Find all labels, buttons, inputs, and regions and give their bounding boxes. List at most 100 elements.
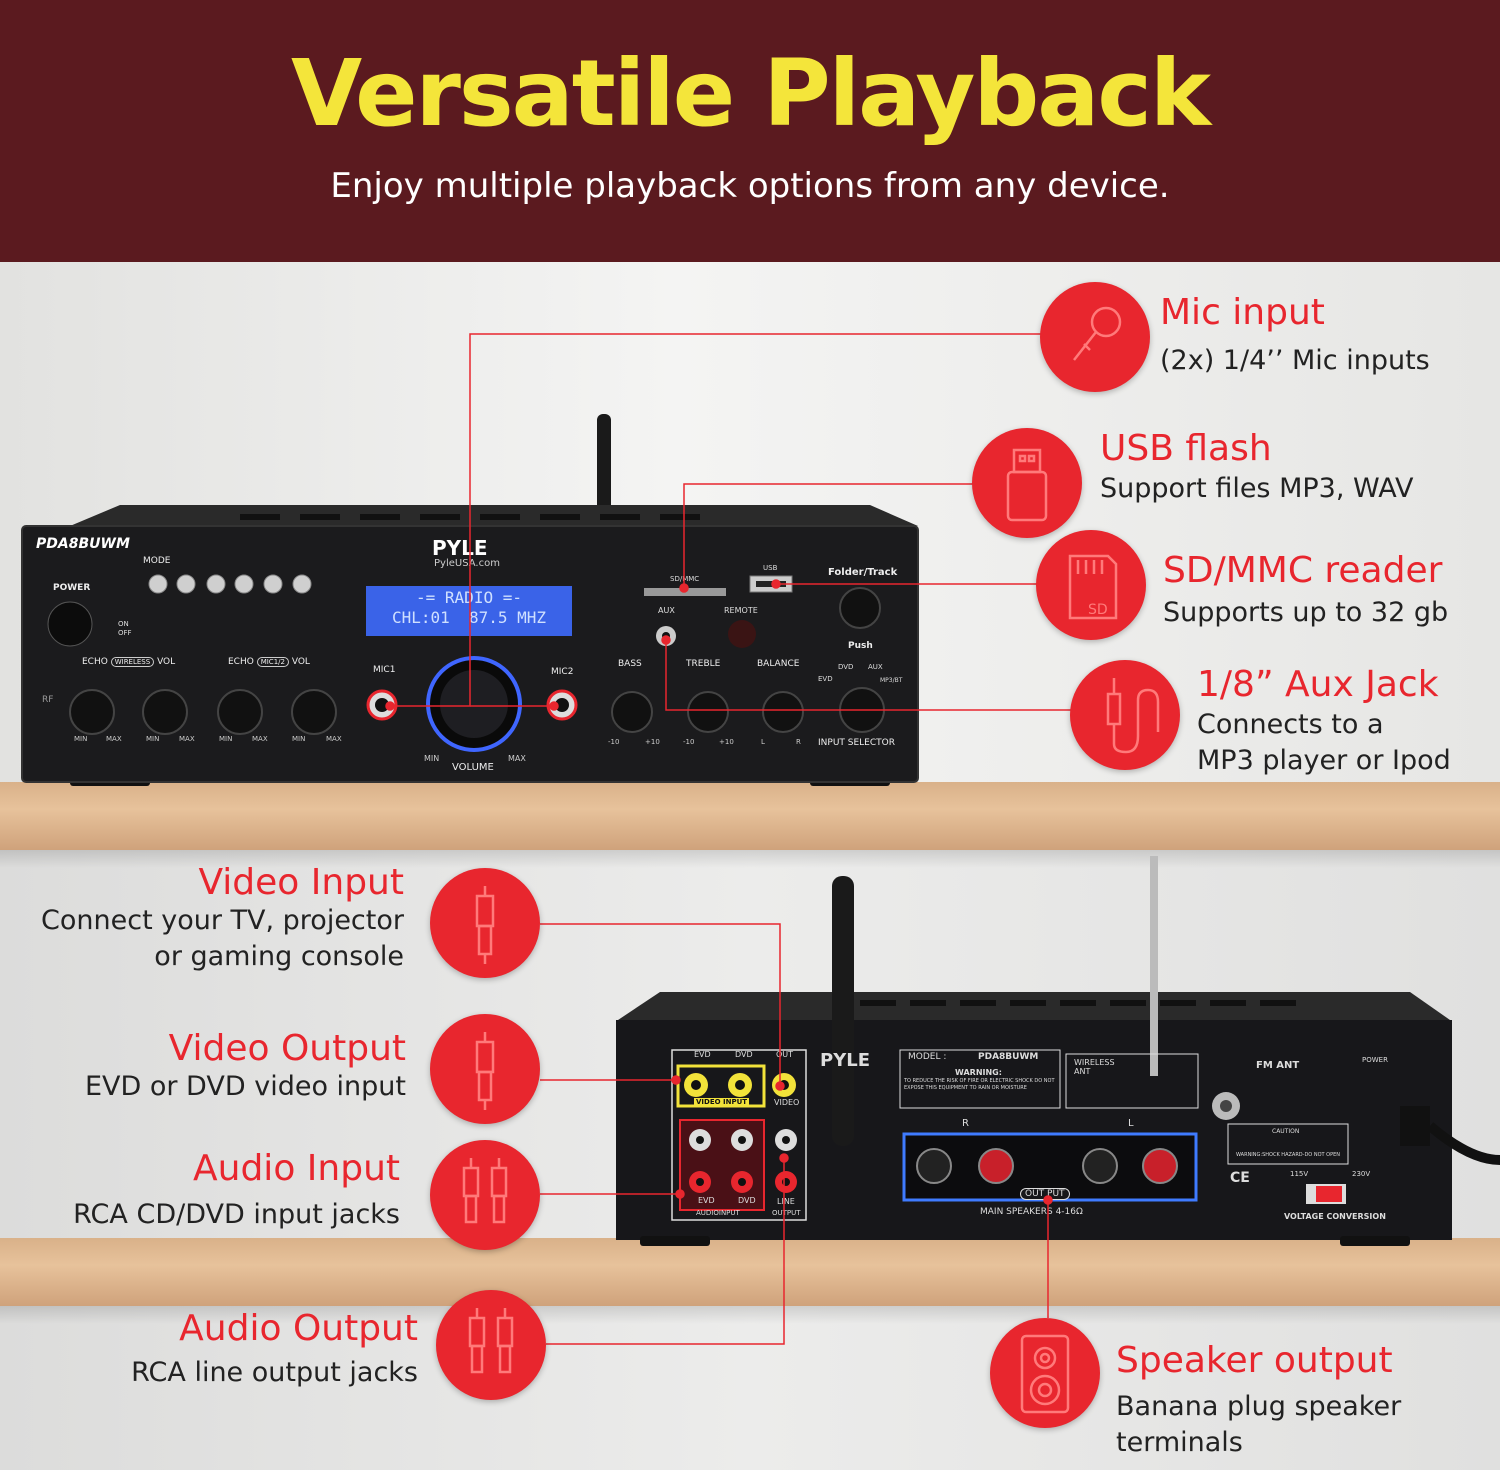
knob1-max: MAX [106,735,122,743]
volume-min: MIN [424,754,440,763]
caution-label: CAUTION [1272,1128,1300,1135]
echo-wireless-label: ECHO WIRELESS VOL [82,657,176,667]
shock-warning-label: WARNING:SHOCK HAZARD-DO NOT OPEN [1236,1152,1341,1158]
sd-callout-desc: Supports up to 32 gb [1163,597,1449,628]
power-label: POWER [53,583,91,593]
main-speakers-label: MAIN SPEAKERS 4-16Ω [980,1207,1083,1217]
audio-out-callout-circle [436,1290,546,1400]
knob4-min: MIN [292,735,306,743]
rear-out-label: OUT [776,1050,794,1059]
top-shelf [0,782,1500,850]
speaker-icon [1020,1334,1070,1414]
audio-out-callout-desc: RCA line output jacks [131,1357,418,1388]
balance-l: L [761,738,765,746]
speaker-callout-circle [990,1318,1100,1428]
rear-model-label: MODEL : [908,1052,947,1062]
volume-max: MAX [508,754,526,763]
model-label: PDA8BUWM [36,536,130,552]
out-put-label: OUT PUT [1020,1188,1070,1200]
knob4-max: MAX [326,735,342,743]
off-label: OFF [118,629,132,637]
rear-model: PDA8BUWM [978,1052,1039,1062]
knob3-min: MIN [219,735,233,743]
usb-callout-circle [972,428,1082,538]
video-in-callout-circle [430,868,540,978]
mic1-label: MIC1 [373,665,396,675]
echo-mic-label: ECHO MIC1/2 VOL [228,657,310,667]
speaker-r-label: R [962,1118,969,1129]
audio-input-label: AUDIOINPUT [696,1209,740,1217]
wireless-ant-label: WIRELESS ANT [1074,1058,1115,1076]
video-out-callout-circle [430,1014,540,1124]
mic-callout-circle [1040,282,1150,392]
v115-label: 115V [1290,1170,1309,1178]
rear-dvd-label: DVD [735,1050,753,1059]
rca-plug-icon [475,886,495,964]
sd-callout-circle: SD [1036,530,1146,640]
rf-label: RF [42,695,54,705]
fm-ant-label: FM ANT [1256,1060,1300,1071]
treble-minus: -10 [683,738,695,746]
audio-in-callout-title: Audio Input [193,1148,400,1189]
output-label: OUTPUT [772,1209,801,1217]
video-out-callout-desc: EVD or DVD video input [84,1071,406,1102]
knob2-max: MAX [179,735,195,743]
video-input-label: VIDEO INPUT [694,1098,750,1106]
bass-minus: -10 [608,738,620,746]
video-in-callout-desc-2: or gaming console [154,941,404,972]
dual-rca-plug-icon [468,1308,514,1374]
aux-callout-desc-2: MP3 player or Ipod [1197,745,1451,776]
volume-label: VOLUME [452,762,494,773]
aux-callout-title: 1/8” Aux Jack [1197,664,1439,705]
page-title: Versatile Playback [290,40,1211,147]
usb-drive-icon [1006,448,1048,522]
v230-label: 230V [1352,1170,1371,1178]
page-subtitle: Enjoy multiple playback options from any… [330,166,1170,206]
audio-in-callout-desc: RCA CD/DVD input jacks [73,1199,400,1230]
line-label: LINE [777,1197,795,1206]
rear-warning: WARNING: [955,1068,1002,1077]
balance-r: R [796,738,801,746]
bass-plus: +10 [645,738,660,746]
audio-dvd-label: DVD [738,1196,756,1205]
knob1-min: MIN [74,735,88,743]
treble-plus: +10 [719,738,734,746]
shelf-shadow [0,850,1500,868]
audio-out-callout-title: Audio Output [179,1308,418,1349]
mode-label: MODE [143,556,171,566]
svg-text:SD: SD [1088,602,1108,618]
knob2-min: MIN [146,735,160,743]
video-in-callout-title: Video Input [198,862,404,903]
aux-callout-circle [1070,660,1180,770]
voltage-conversion-label: VOLTAGE CONVERSION [1284,1212,1386,1221]
speaker-l-label: L [1128,1118,1134,1129]
aux-cable-icon [1106,678,1160,754]
rear-evd-label: EVD [694,1050,711,1059]
audio-evd-label: EVD [698,1196,715,1205]
speaker-callout-title: Speaker output [1116,1340,1393,1381]
input-selector-label: INPUT SELECTOR [818,738,895,748]
video-out-callout-title: Video Output [168,1028,406,1069]
header-banner [0,0,1500,262]
rear-power-label: POWER [1362,1056,1388,1064]
usb-callout-desc: Support files MP3, WAV [1100,473,1414,504]
video-label: VIDEO [774,1098,800,1107]
dual-rca-plug-icon [462,1158,508,1224]
mic-callout-title: Mic input [1160,292,1325,333]
mic-callout-desc: (2x) 1/4’’ Mic inputs [1160,345,1430,376]
usb-callout-title: USB flash [1100,428,1272,469]
speaker-callout-desc-2: terminals [1116,1427,1243,1458]
microphone-icon [1073,306,1122,361]
ce-mark: CE [1230,1170,1250,1186]
sd-callout-title: SD/MMC reader [1163,550,1443,591]
speaker-callout-desc-1: Banana plug speaker [1116,1391,1402,1422]
knob3-max: MAX [252,735,268,743]
rear-warning-text: TO REDUCE THE RISK OF FIRE OR ELECTRIC S… [904,1078,1055,1091]
sd-card-icon: SD [1068,554,1118,620]
audio-in-callout-circle [430,1140,540,1250]
video-in-callout-desc-1: Connect your TV, projector [41,905,404,936]
rear-brand: PYLE [820,1050,870,1071]
rca-plug-icon [475,1032,495,1110]
on-label: ON [118,620,129,628]
aux-callout-desc-1: Connects to a [1197,709,1384,740]
